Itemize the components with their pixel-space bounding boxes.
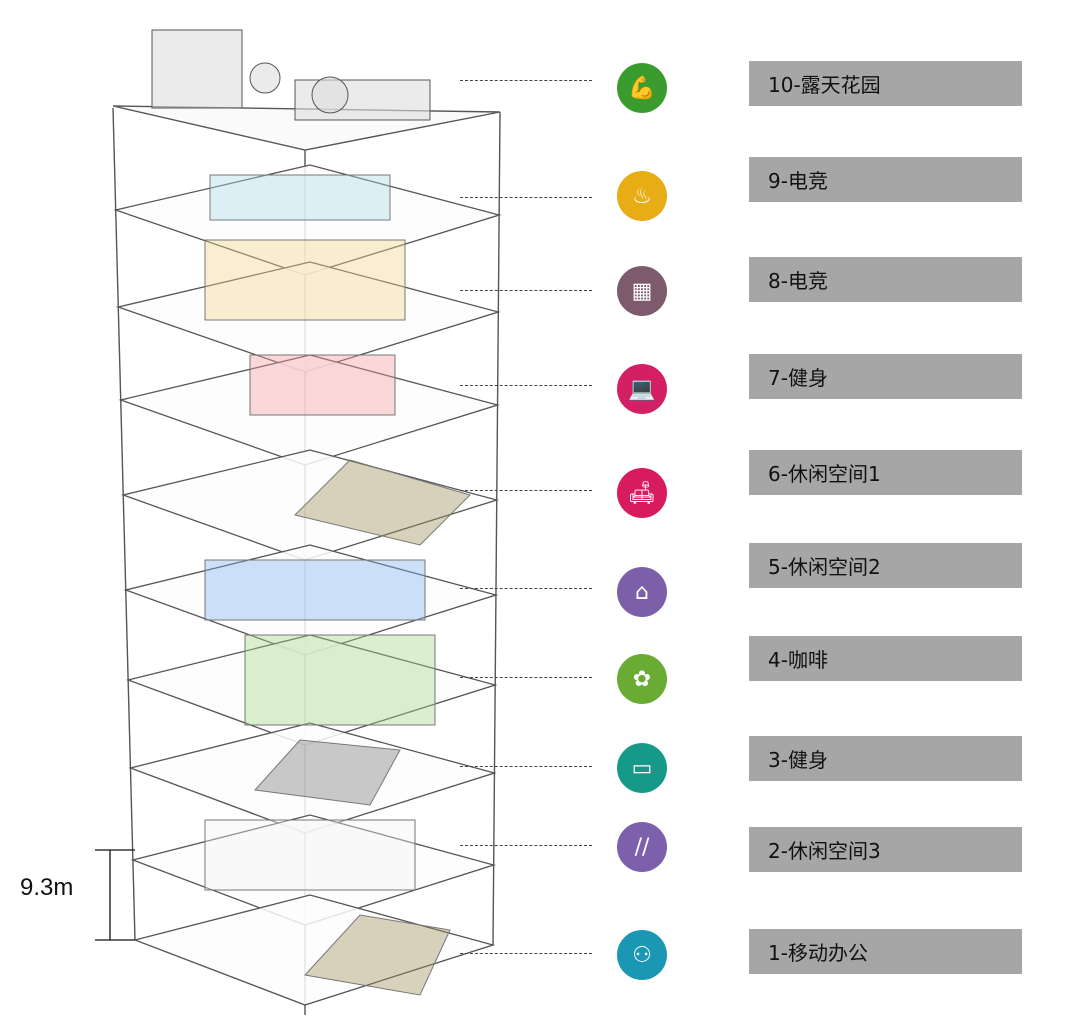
laptop-icon-glyph: 💻 (628, 376, 656, 402)
floor-slab (120, 449, 500, 561)
leader-line (460, 845, 592, 846)
floor-label: 6-休闲空间1 (749, 450, 1022, 495)
floor-label: 9-电竞 (749, 157, 1022, 202)
flower-icon: ✿ (617, 654, 667, 704)
floor-label: 2-休闲空间3 (749, 827, 1022, 872)
floor-slab (118, 354, 500, 466)
floor-furniture (204, 174, 471, 996)
leader-line (460, 490, 592, 491)
sign-icon-glyph: ▭ (631, 755, 653, 781)
floorplan-icon-glyph: ▦ (631, 278, 653, 304)
floor-slab (115, 261, 501, 373)
floor-slab (125, 634, 498, 746)
sofa-icon-glyph: 🛋 (628, 480, 656, 506)
chopsticks-icon: // (617, 822, 667, 872)
leader-line (460, 197, 592, 198)
floor-slab (128, 722, 497, 834)
pot-icon: ♨ (617, 171, 667, 221)
house-icon: ⌂ (617, 567, 667, 617)
floor-label: 1-移动办公 (749, 929, 1022, 974)
leader-line (460, 953, 592, 954)
leader-line (460, 385, 592, 386)
network-icon-glyph: ⚇ (632, 942, 652, 968)
sofa-icon: 🛋 (617, 468, 667, 518)
leader-line (460, 766, 592, 767)
floor-label: 5-休闲空间2 (749, 543, 1022, 588)
muscle-icon-glyph: 💪 (628, 75, 656, 101)
floor-label: 8-电竞 (749, 257, 1022, 302)
muscle-icon: 💪 (617, 63, 667, 113)
laptop-icon: 💻 (617, 364, 667, 414)
floorplan-icon: ▦ (617, 266, 667, 316)
leader-line (460, 290, 592, 291)
floor-label: 10-露天花园 (749, 61, 1022, 106)
leader-line (460, 588, 592, 589)
floor-label: 7-健身 (749, 354, 1022, 399)
pot-icon-glyph: ♨ (632, 183, 652, 209)
floor-label: 3-健身 (749, 736, 1022, 781)
rooftop-equipment (151, 29, 431, 121)
chopsticks-icon-glyph: // (634, 834, 650, 860)
house-icon-glyph: ⌂ (635, 579, 649, 605)
dimension-line (95, 849, 135, 941)
floor-label: 4-咖啡 (749, 636, 1022, 681)
sign-icon: ▭ (617, 743, 667, 793)
leader-line (460, 677, 592, 678)
height-dimension-label: 9.3m (20, 874, 74, 901)
leader-line (460, 80, 592, 81)
network-icon: ⚇ (617, 930, 667, 980)
flower-icon-glyph: ✿ (632, 666, 652, 692)
floor-slab (130, 814, 496, 926)
